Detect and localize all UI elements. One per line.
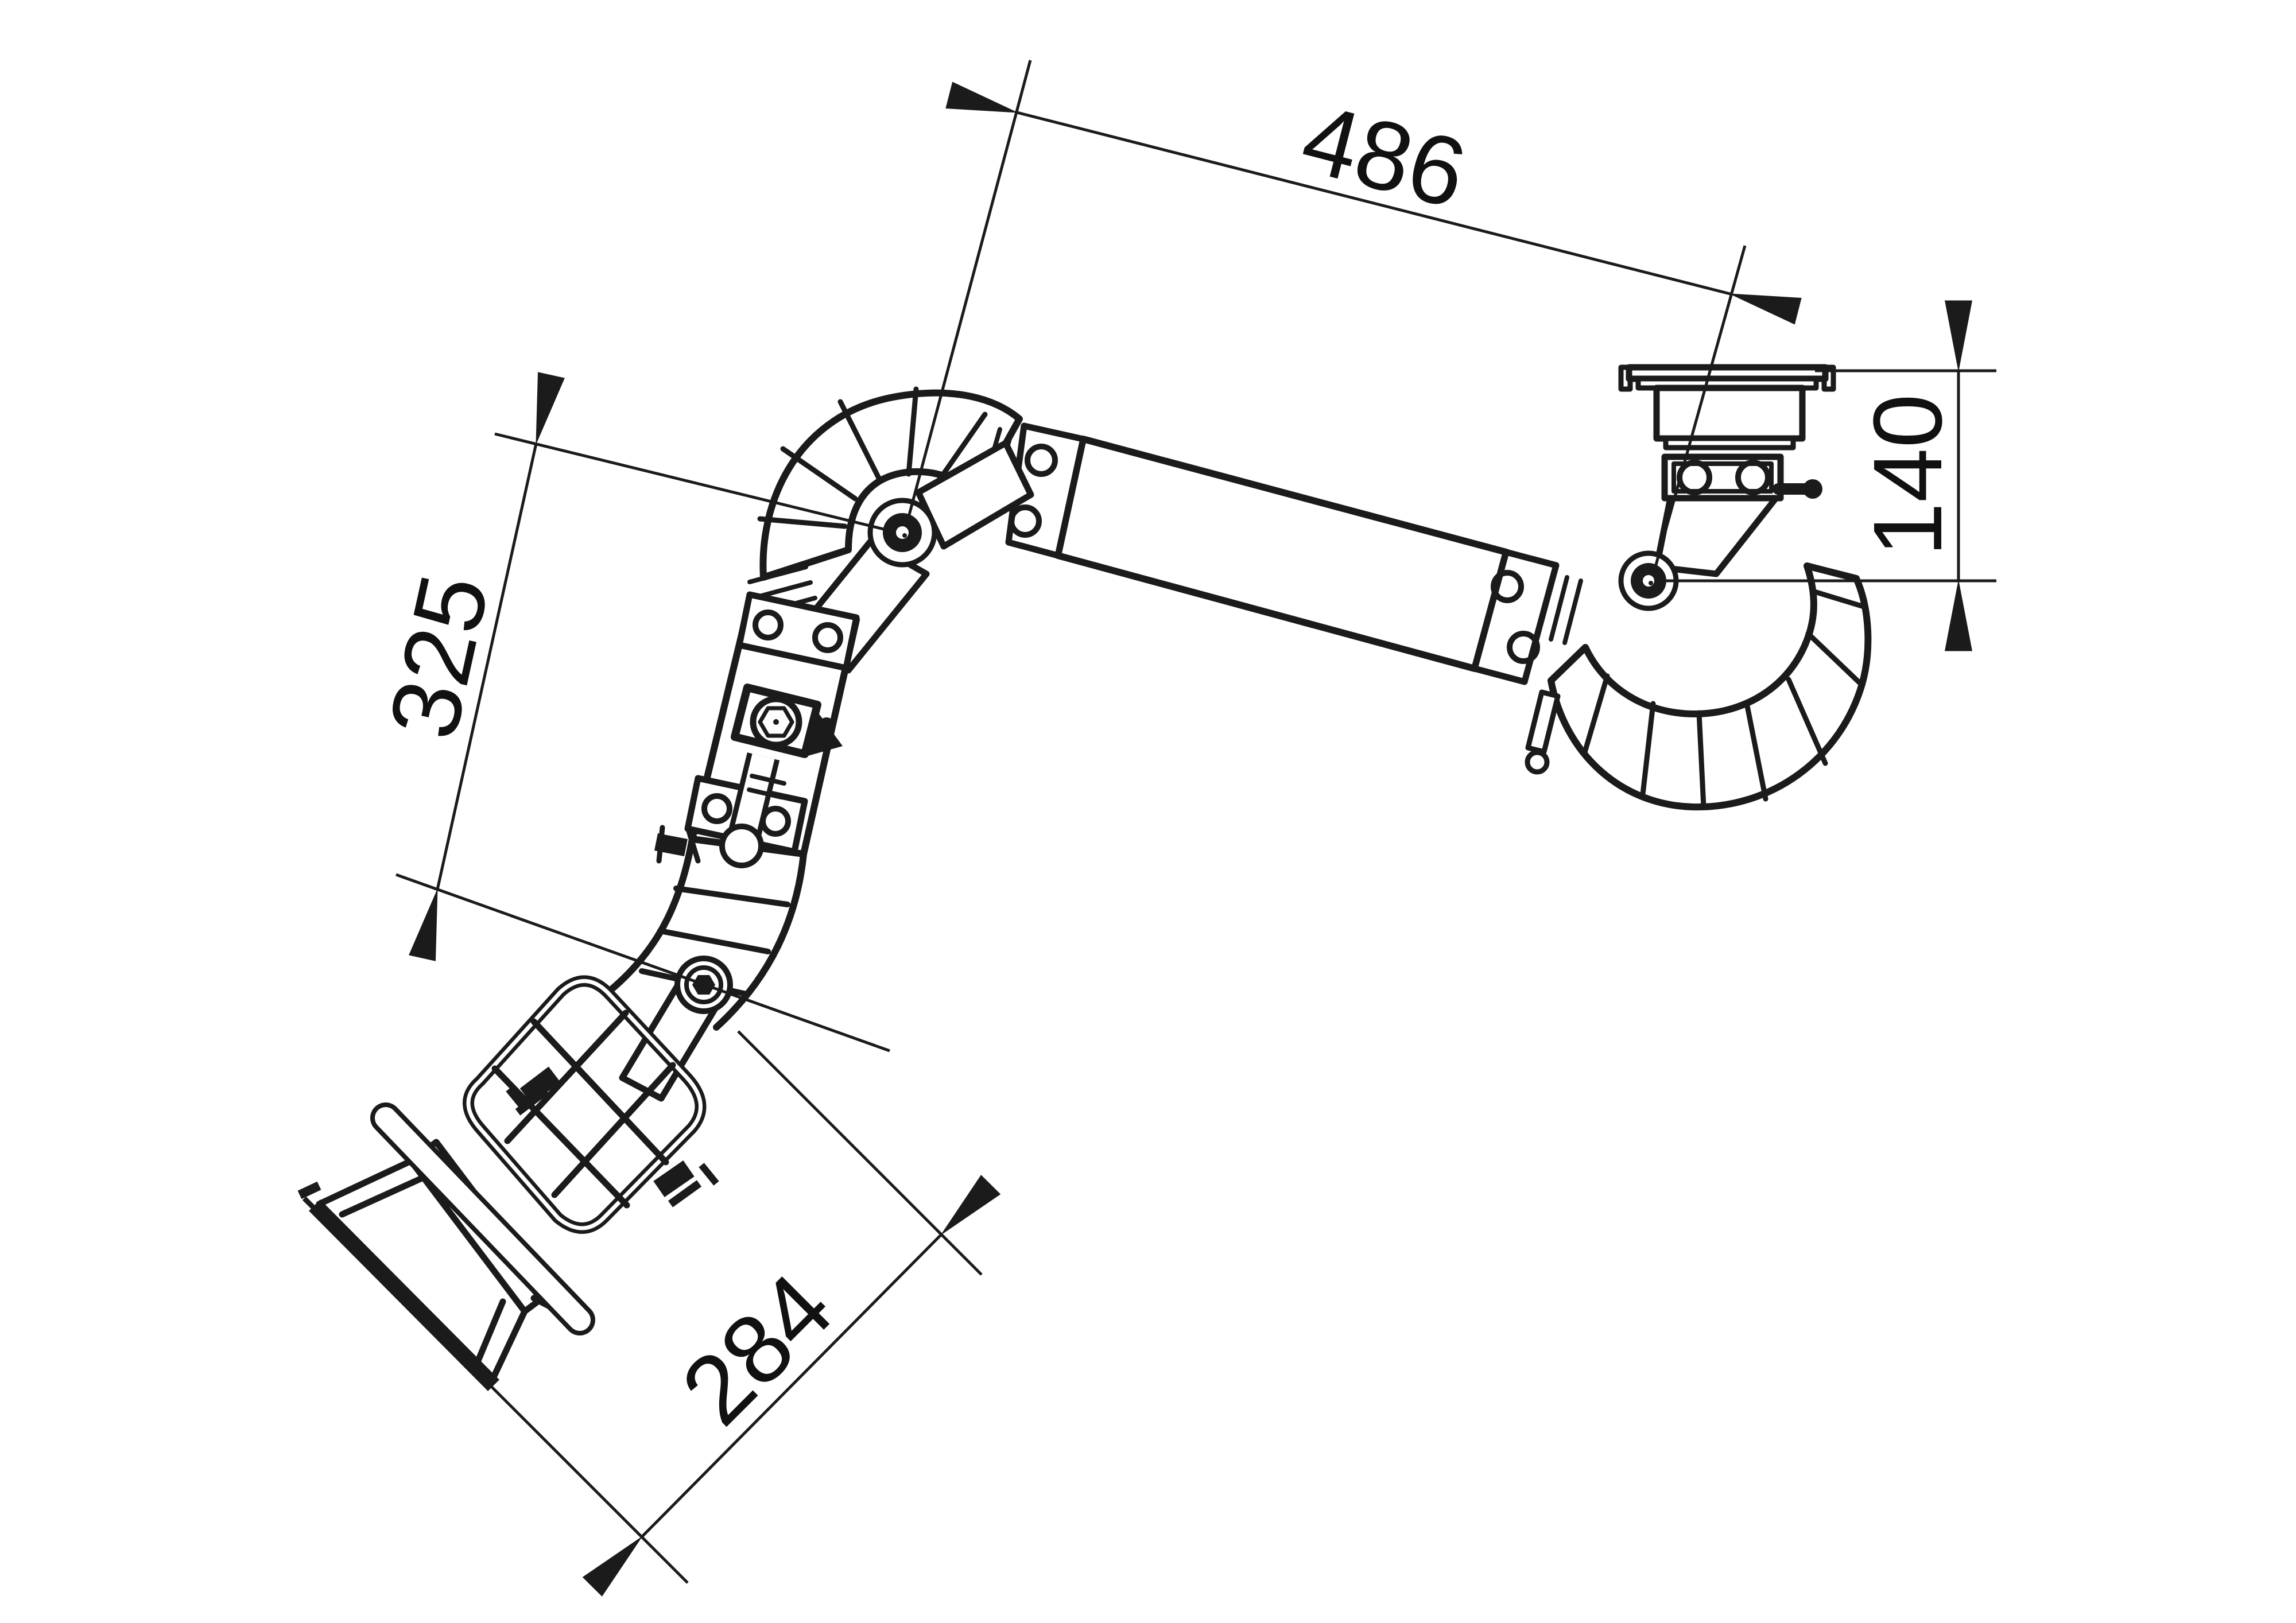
extension-line (737, 1030, 983, 1276)
pivot-link-plate (1653, 495, 1779, 577)
mounting-collar (1653, 385, 1806, 442)
damper-pin (819, 717, 835, 733)
side-bolt-head (1803, 479, 1822, 499)
bolt-hole (1491, 570, 1524, 603)
latch-pin (1525, 689, 1561, 775)
elbow-segment-lines (757, 386, 988, 529)
dimension-line (945, 81, 1802, 325)
right-pivot-joint (1618, 550, 1679, 611)
bolt-hole (1507, 631, 1540, 664)
bolt-hole (1009, 504, 1042, 538)
bolt-hole (1735, 460, 1771, 495)
bolt-hole (1025, 444, 1058, 477)
gas-spring-damper (731, 684, 843, 758)
bolt-bracket-inner (1671, 461, 1774, 494)
dimension-label-486: 486 (1292, 83, 1476, 230)
damper-rod (719, 752, 786, 868)
elbow-segment-lines (1581, 588, 1868, 810)
bolt-hole (753, 609, 784, 640)
suction-hood (297, 956, 733, 1391)
bolt-hole (812, 622, 843, 653)
damper-gusset (806, 712, 843, 756)
arm-flange-right (1471, 549, 1560, 685)
dimension-line (409, 372, 565, 961)
hood-handle (370, 1102, 595, 1335)
riser-arm (604, 591, 860, 1031)
bolt-hole (701, 793, 732, 824)
dimension-label-284: 284 (661, 1253, 854, 1446)
dimension-label-325: 325 (369, 565, 510, 748)
ceiling-mount (1618, 364, 1836, 577)
extension-line (490, 1385, 689, 1584)
hose-cuff-ticks (1535, 572, 1583, 645)
hood-rim (297, 1181, 499, 1391)
rod-clevis-end (719, 824, 764, 868)
dimension-140: 140 (1666, 300, 1996, 651)
straight-arm-tube (1005, 422, 1583, 775)
collar-step (1663, 436, 1796, 451)
riser-hose (604, 836, 807, 1031)
dimension-line (582, 1175, 1001, 1597)
dimension-label-140: 140 (1853, 394, 1963, 557)
upper-pivot-joint (867, 498, 937, 568)
damper-bolt-head (750, 696, 802, 748)
